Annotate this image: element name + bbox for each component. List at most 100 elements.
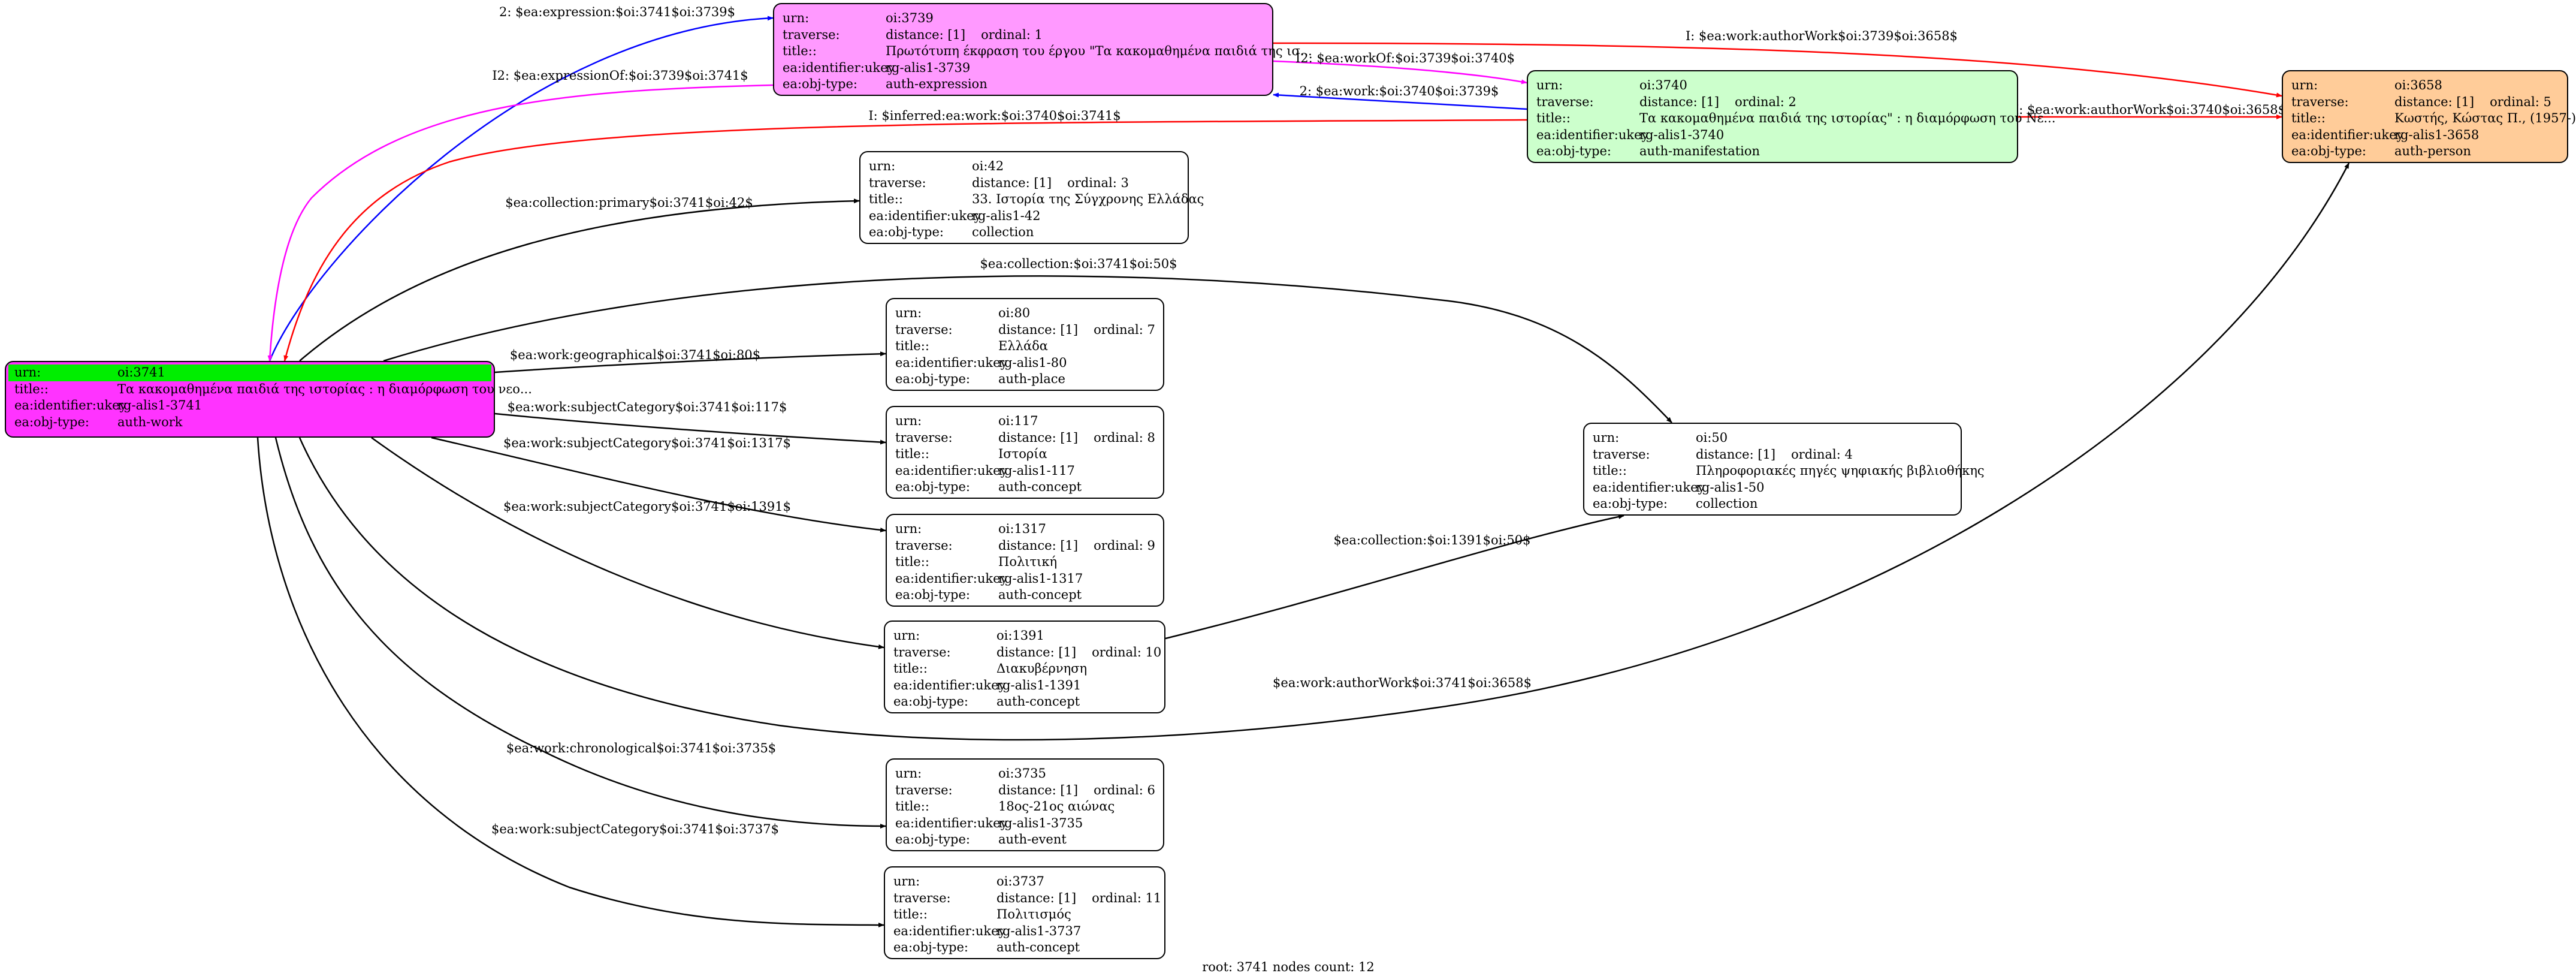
node-field-key: title::	[869, 192, 903, 206]
node-field-key: ea:obj-type:	[893, 940, 968, 954]
node-field-key: urn:	[1536, 78, 1563, 92]
node-field-key: ea:identifier:ukey	[893, 677, 1006, 692]
node-row: urn:oi:3737	[893, 873, 1156, 890]
edge-e-subj-1317	[431, 436, 886, 532]
node-field-value: oi:80	[998, 306, 1031, 320]
edge-label: 2: $ea:expression:$oi:3741$oi:3739$	[499, 5, 735, 19]
node-field-key: urn:	[893, 874, 920, 888]
node-field-value: auth-concept	[996, 694, 1080, 709]
node-ordinal: ordinal: 9	[1094, 538, 1155, 553]
node-field-value: auth-manifestation	[1639, 144, 1760, 158]
edge-e-work-3740	[1273, 92, 1527, 110]
node-field-value: distance: [1]ordinal: 4	[1696, 447, 1853, 462]
edge-label: $ea:collection:$oi:1391$oi:50$	[1334, 533, 1531, 547]
node-field-value: auth-concept	[998, 588, 1082, 602]
node-field-value: oi:3735	[998, 766, 1046, 781]
edge-label: I2: $ea:workOf:$oi:3739$oi:3740$	[1295, 51, 1515, 65]
node-field-value: oi:3740	[1639, 78, 1687, 92]
node-field-key: traverse:	[2291, 94, 2349, 109]
node-row: title::Ιστορία	[895, 446, 1155, 463]
node-field-value: oi:50	[1696, 430, 1728, 445]
edge-label: $ea:work:authorWork$oi:3741$oi:3658$	[1273, 676, 1532, 690]
node-row: traverse:distance: [1]ordinal: 11	[893, 890, 1161, 907]
node-field-value: distance: [1]ordinal: 10	[996, 644, 1162, 659]
node-field-key: traverse:	[1536, 94, 1594, 109]
node-row: urn:oi:1391	[893, 628, 1156, 644]
node-field-value: auth-event	[998, 832, 1067, 847]
edge-labels-layer: 2: $ea:expression:$oi:3741$oi:3739$ I2: $…	[491, 5, 2286, 836]
node-row: title::Κωστής, Κώστας Π., (1957-)	[2291, 110, 2576, 127]
node-ordinal: ordinal: 7	[1094, 322, 1155, 337]
edge-e-subj-1391	[371, 436, 884, 649]
edge-label: $ea:work:subjectCategory$oi:3741$oi:117$	[508, 400, 787, 414]
node-ordinal: ordinal: 8	[1094, 430, 1155, 445]
edge-e-geo	[494, 351, 886, 373]
node-field-key: ea:obj-type:	[895, 832, 970, 847]
edge-label: I: $ea:work:authorWork$oi:3740$oi:3658$	[2014, 103, 2286, 117]
node-field-key: traverse:	[895, 322, 953, 337]
node-row: traverse:distance: [1]ordinal: 8	[895, 430, 1155, 447]
node-field-value: distance: [1]ordinal: 7	[998, 322, 1155, 337]
node-row: ea:obj-type:auth-manifestation	[1536, 143, 2009, 160]
node-row: title::Διακυβέρνηση	[893, 661, 1156, 677]
node-field-value: collection	[972, 225, 1034, 239]
node-field-value: distance: [1]ordinal: 3	[972, 175, 1129, 190]
edge-label: 2: $ea:work:$oi:3740$oi:3739$	[1300, 84, 1499, 98]
edge-e-chrono	[274, 437, 886, 829]
node-row: ea:obj-type:auth-place	[895, 371, 1155, 388]
node-field-key: traverse:	[1593, 447, 1650, 462]
edge-e-coll-42	[299, 198, 860, 362]
node-row: urn:oi:1317	[895, 521, 1155, 538]
node-field-key: traverse:	[893, 644, 951, 659]
node-field-key: ea:identifier:ukey	[895, 815, 1008, 830]
node-field-value: Πρωτότυπη έκφραση του έργου "Τα κακομαθη…	[886, 44, 1312, 58]
node-field-key: urn:	[14, 365, 41, 379]
node-field-key: urn:	[869, 159, 896, 173]
node-field-key: urn:	[783, 11, 810, 25]
node-field-value: Πολιτισμός	[996, 907, 1071, 921]
node-field-value: collection	[1696, 496, 1758, 511]
node-row: urn:oi:50	[1593, 430, 1952, 447]
node-field-value: auth-person	[2394, 144, 2471, 158]
node-field-key: traverse:	[895, 538, 953, 553]
node-row: title::Πολιτισμός	[893, 906, 1156, 923]
node-row: title::Πληροφοριακές πηγές ψηφιακής βιβλ…	[1593, 463, 1985, 480]
edge-e-coll-1391-50	[1165, 514, 1624, 640]
node-field-key: ea:identifier:ukey	[895, 463, 1008, 478]
node-row: traverse: distance: [1]ordinal: 4	[1593, 447, 1952, 463]
node-ordinal: ordinal: 11	[1092, 890, 1162, 905]
node-row: urn:oi:80	[895, 305, 1155, 322]
node-row: title::18ος-21ος αιώνας	[895, 799, 1155, 815]
node-field-value: auth-expression	[886, 77, 987, 91]
node-ordinal: ordinal: 10	[1092, 644, 1162, 659]
node-field-key: urn:	[895, 414, 922, 428]
node-field-key: title::	[893, 907, 928, 921]
node-field-key: ea:obj-type:	[895, 480, 970, 494]
node-field-key: traverse:	[869, 175, 926, 190]
node-ordinal: ordinal: 1	[981, 27, 1043, 42]
node-field-value: auth-work	[117, 414, 183, 429]
node-field-key: title::	[2291, 111, 2326, 125]
node-row: title::Τα κακομαθημένα παιδιά της ιστορί…	[14, 381, 532, 398]
node-field-key: traverse:	[895, 782, 953, 797]
edge-e-subj-117	[494, 412, 886, 445]
edge-label: I: $ea:work:authorWork$oi:3739$oi:3658$	[1686, 29, 1958, 43]
node-field-value: distance: [1]ordinal: 9	[998, 538, 1155, 553]
node-row: traverse:distance: [1]ordinal: 1	[783, 27, 1264, 44]
